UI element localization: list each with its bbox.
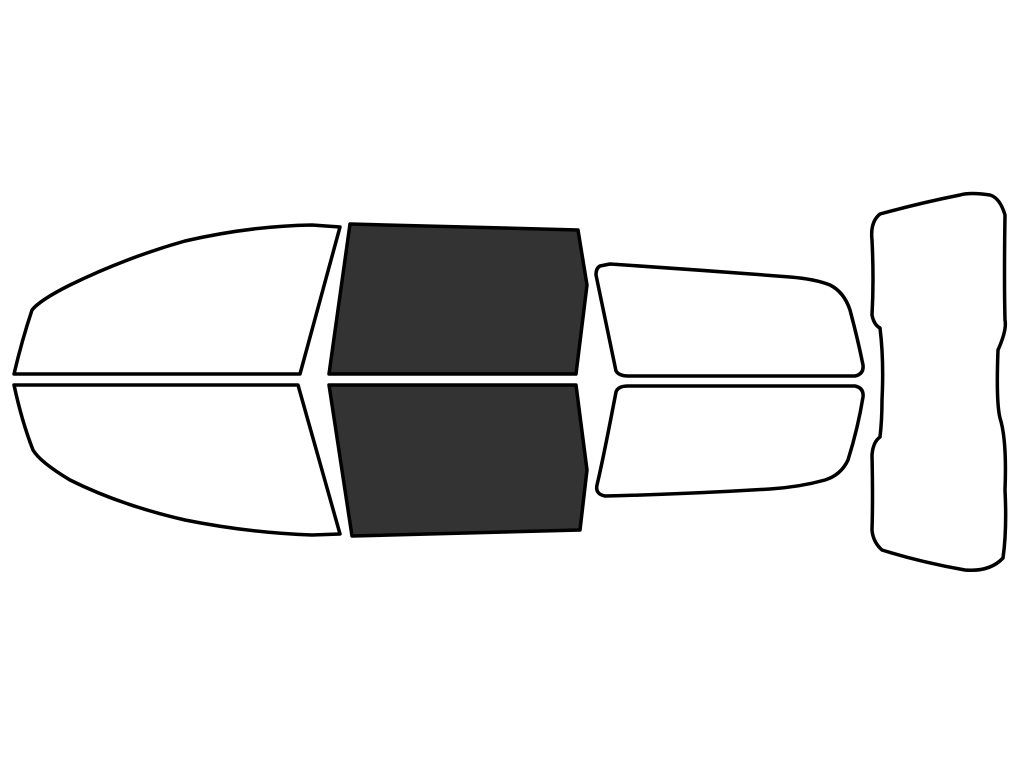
quarter-window-lower bbox=[594, 384, 865, 498]
rear-windshield bbox=[869, 191, 1008, 572]
front-door-window-upper bbox=[12, 223, 342, 376]
windows-group bbox=[12, 191, 1008, 572]
rear-door-window-upper bbox=[327, 222, 589, 376]
quarter-window-upper bbox=[594, 262, 865, 378]
front-door-window-lower bbox=[12, 383, 342, 537]
rear-door-window-lower bbox=[327, 383, 589, 538]
